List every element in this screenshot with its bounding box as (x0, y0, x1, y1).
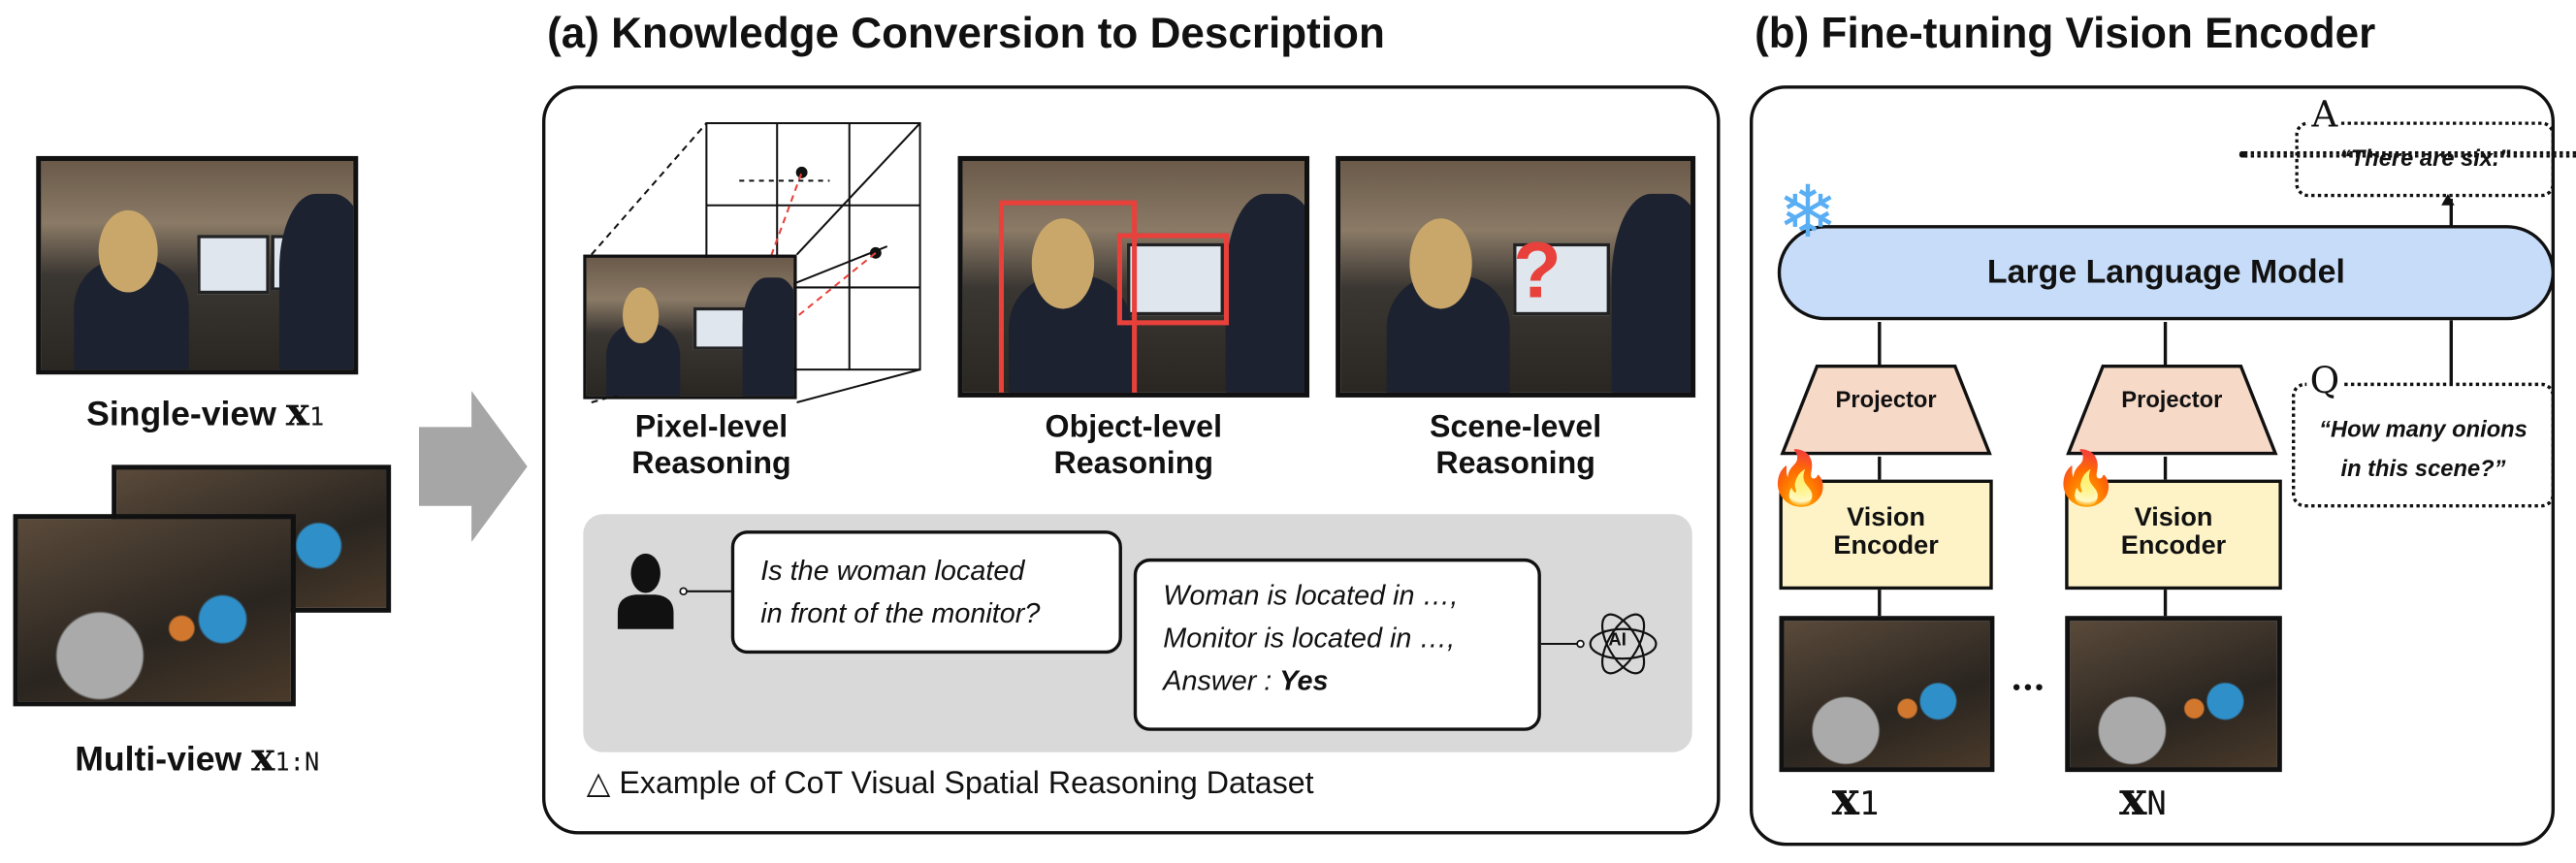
pixel-level-image (583, 254, 797, 400)
single-view-text: Single-view (86, 396, 276, 434)
user-icon (617, 553, 731, 629)
fire-icon: 🔥 (1767, 448, 1834, 508)
projector-n-label: Projector (2121, 386, 2223, 413)
answer-line2: Monitor is located in …, (1163, 622, 1456, 655)
answer-line1: Woman is located in …, (1163, 579, 1459, 612)
multi-view-label: Multi-view x1:N (16, 737, 378, 780)
question-to-llm-line (2449, 320, 2453, 387)
answer-prefix: Answer : (1163, 665, 1280, 697)
encoder-n-line2: Encoder (2120, 531, 2227, 560)
projector-1 (1780, 365, 1992, 456)
monitor-bounding-box (1116, 233, 1230, 326)
pixel-level-label: Pixel-level Reasoning (592, 410, 831, 483)
object-level-line1: Object-level (1045, 410, 1223, 446)
scene-level-image: ? (1336, 155, 1696, 398)
xn-sub: N (2146, 783, 2167, 823)
projectorN-to-llm-line (2163, 322, 2167, 368)
connector-line (1878, 456, 1881, 480)
encoder-1-line1: Vision (1847, 504, 1926, 532)
input-image-n (2065, 616, 2282, 773)
panel-b-title: (b) Fine-tuning Vision Encoder (1755, 8, 2376, 58)
xn-label: xN (2119, 772, 2167, 826)
projector-n (2066, 365, 2278, 456)
object-level-label: Object-level Reasoning (1011, 410, 1257, 483)
x1-sub: 1 (1858, 783, 1880, 823)
multi-view-text: Multi-view (75, 740, 242, 779)
question-text-line1: “How many onions (2319, 415, 2528, 442)
encoder-1-line2: Encoder (1833, 531, 1939, 560)
llm-block: Large Language Model (1777, 225, 2556, 321)
multi-view-var: x (251, 732, 275, 781)
single-view-image (36, 155, 359, 375)
woman-bounding-box (998, 200, 1138, 393)
snowflake-icon: ❄ (1777, 172, 1839, 253)
dataset-caption: △ Example of CoT Visual Spatial Reasonin… (586, 767, 1314, 802)
question-line2: in front of the monitor? (760, 597, 1041, 629)
scene-level-line2: Reasoning (1435, 446, 1595, 482)
single-view-var: x (285, 387, 310, 435)
scene-level-label: Scene-level Reasoning (1388, 410, 1643, 483)
x1-var: x (1831, 772, 1859, 827)
answer-bubble: Woman is located in …, Monitor is locate… (1133, 558, 1541, 731)
question-mark-icon: ? (1513, 228, 1562, 316)
ai-icon-text: AI (1608, 630, 1626, 651)
connector-line (1878, 590, 1881, 617)
ellipsis: ••• (2012, 673, 2047, 700)
xn-var: x (2119, 772, 2147, 827)
question-bubble: Is the woman located in front of the mon… (730, 530, 1122, 655)
vision-encoder-1: Vision Encoder (1779, 479, 1993, 591)
question-letter: Q (2306, 364, 2343, 401)
llm-label: Large Language Model (1986, 254, 2345, 291)
answer-value: Yes (1279, 665, 1329, 697)
projector1-to-llm-line (1878, 322, 1881, 368)
fire-icon: 🔥 (2053, 448, 2119, 508)
big-arrow-icon (418, 391, 528, 542)
question-text-line2: in this scene?” (2340, 455, 2506, 482)
projector-1-label: Projector (1835, 386, 1937, 413)
vision-encoder-n: Vision Encoder (2065, 479, 2282, 591)
scene-level-line1: Scene-level (1430, 410, 1602, 446)
question-box: “How many onions in this scene?” (2291, 382, 2556, 508)
encoder-n-line1: Vision (2134, 504, 2213, 532)
arrow-head-icon (2441, 193, 2455, 206)
pixel-level-line2: Reasoning (631, 446, 791, 482)
object-level-image (957, 155, 1310, 398)
question-line1: Is the woman located (760, 555, 1025, 587)
x1-label: x1 (1832, 772, 1880, 826)
ai-icon (1540, 613, 1658, 675)
answer-text: “There are six.” (2338, 144, 2511, 172)
pixel-level-line1: Pixel-level (634, 410, 789, 446)
object-level-line2: Reasoning (1053, 446, 1214, 482)
connector-line (2163, 456, 2167, 480)
answer-letter: A (2307, 98, 2341, 135)
answer-box: “There are six.” (2295, 121, 2556, 198)
connector-line (2163, 590, 2167, 617)
panel-a-title: (a) Knowledge Conversion to Description (547, 8, 1385, 58)
single-view-label: Single-view x1 (33, 392, 378, 435)
single-view-sub: 1 (309, 402, 325, 432)
multi-view-sub: 1:N (274, 747, 320, 778)
input-image-1 (1779, 616, 1995, 773)
panel-a (541, 85, 1721, 835)
multi-view-image-front (13, 514, 296, 707)
